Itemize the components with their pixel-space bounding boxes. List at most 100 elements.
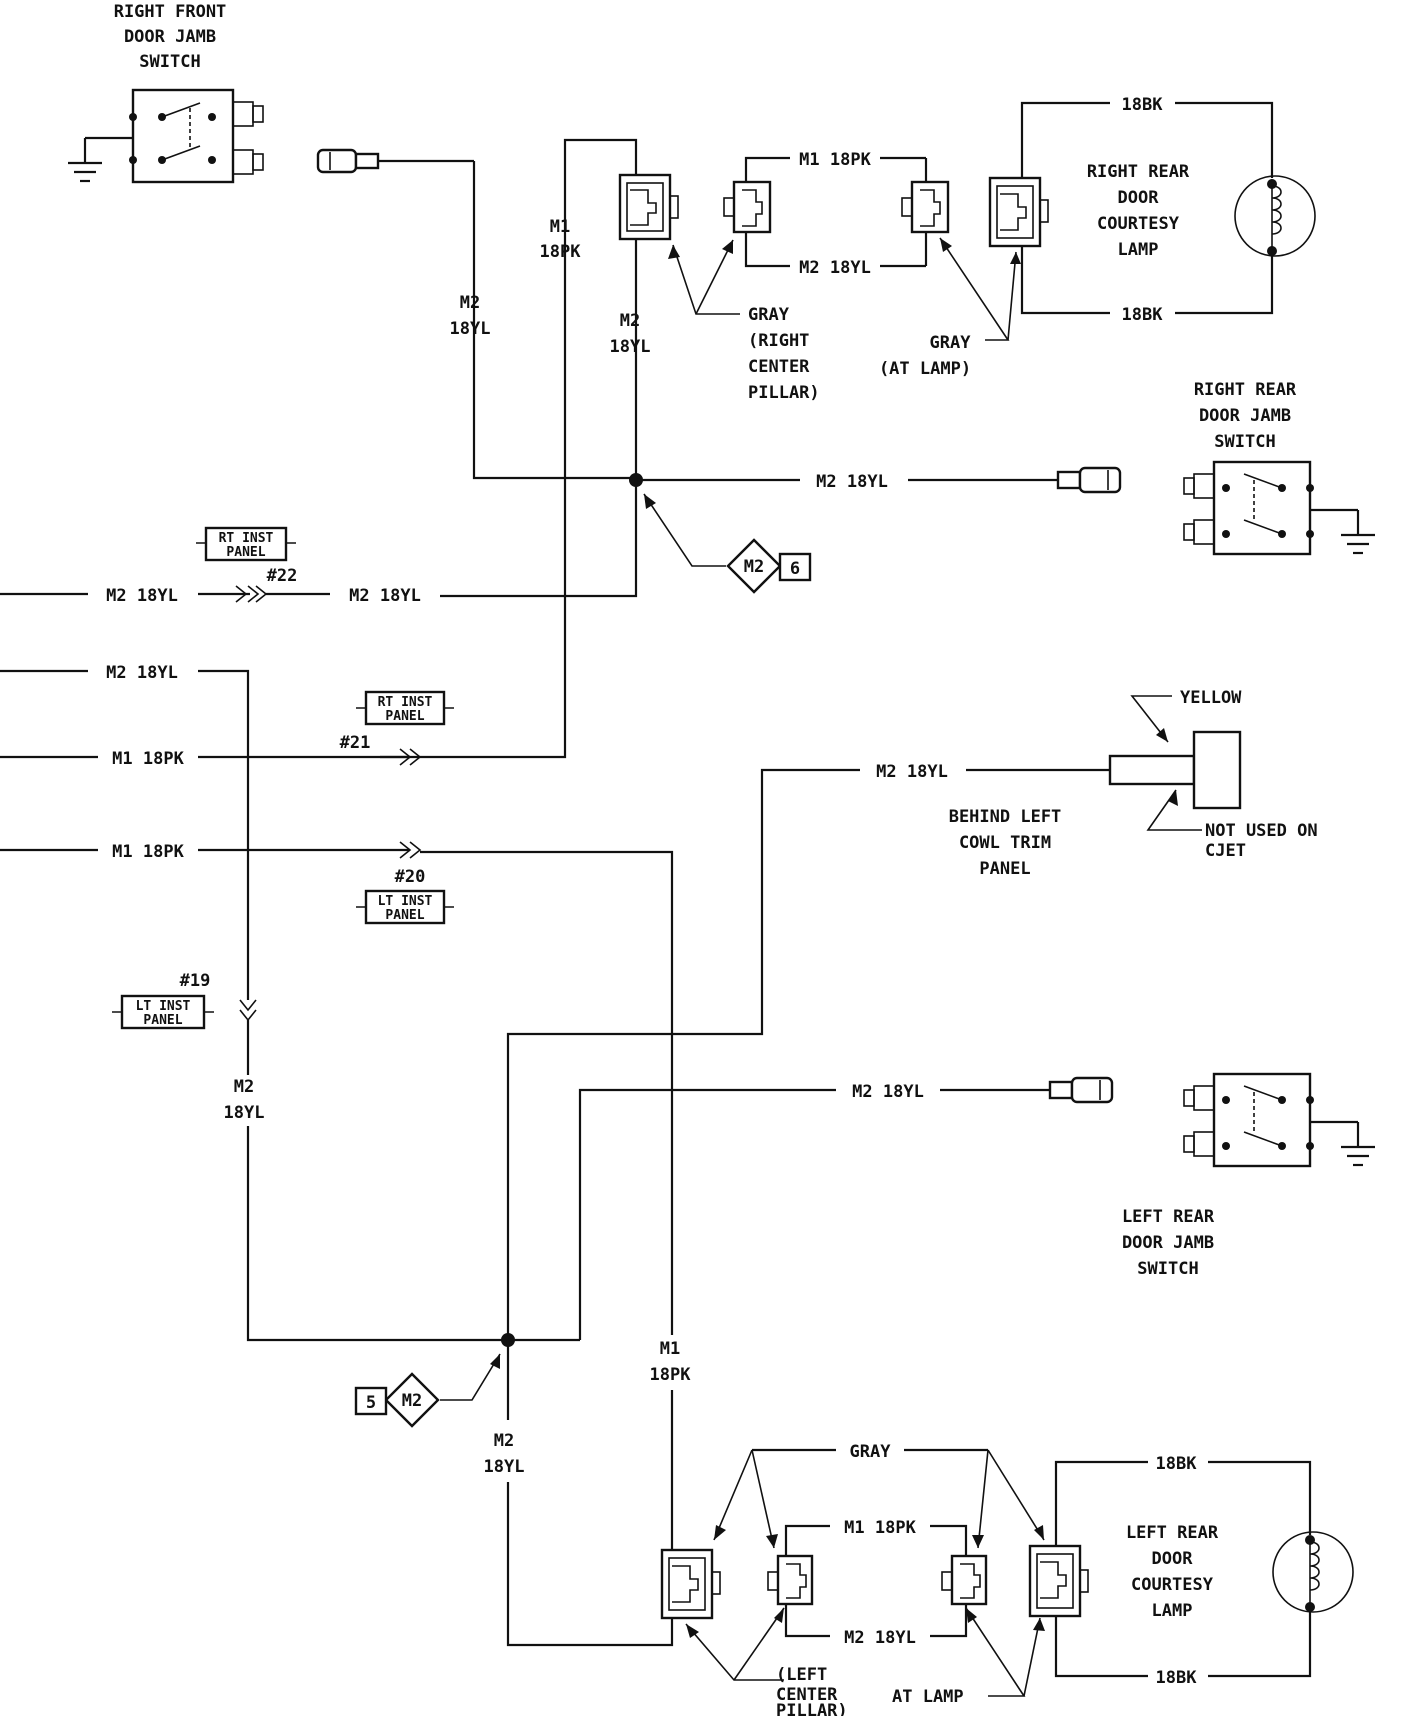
lcp-label-3: PILLAR) [776, 1701, 848, 1716]
splice-6-m2: M2 [744, 557, 764, 577]
right-center-pillar-connector-female [618, 173, 679, 241]
right-center-pillar-connector-male [723, 180, 772, 234]
lcp-label-2: CENTER [776, 1685, 838, 1705]
cowl-connector [1108, 730, 1242, 810]
wire-label-18pk-a: 18PK [540, 242, 582, 262]
cowl-label-2: COWL TRIM [959, 833, 1051, 853]
cowl-label-1: BEHIND LEFT [949, 807, 1062, 827]
wire-label-m2-c: M2 [234, 1077, 254, 1097]
lr-lamp-label-4: LAMP [1152, 1601, 1193, 1621]
rf-switch-label-3: SWITCH [139, 52, 200, 72]
rr-lamp-label-4: LAMP [1118, 240, 1159, 260]
lr-lamp-connector-male [941, 1554, 988, 1606]
wire-label-18bk-rr-top: 18BK [1122, 95, 1164, 115]
wire-label-m1-18pk-bottom: M1 18PK [844, 1518, 916, 1538]
right-rear-courtesy-lamp-bulb [1234, 175, 1316, 257]
at-lamp-label: AT LAMP [892, 1687, 964, 1707]
svg-text:RT INST: RT INST [378, 695, 433, 710]
not-used-label-1: NOT USED ON [1205, 821, 1318, 841]
wire-label-m2-18yl-22-left: M2 18YL [106, 586, 178, 606]
left-rear-door-jamb-switch [1183, 1072, 1375, 1168]
wire-label-m2-18yl-lr: M2 18YL [852, 1082, 924, 1102]
splice-5-m2: M2 [402, 1391, 422, 1411]
cowl-label-3: PANEL [979, 859, 1030, 879]
gray-rc-label-4: PILLAR) [748, 383, 820, 403]
lt-inst-panel-tag-19: LT INST PANEL [112, 994, 214, 1030]
lr-switch-label-2: DOOR JAMB [1122, 1233, 1214, 1253]
wire-label-m1-a: M1 [550, 217, 570, 237]
wire-label-m2-18yl-bottom: M2 18YL [844, 1628, 916, 1648]
rf-switch-label-2: DOOR JAMB [124, 27, 216, 47]
wire-label-m2-18yl-rr: M2 18YL [816, 472, 888, 492]
svg-text:PANEL: PANEL [226, 545, 265, 560]
connector-22: #22 [267, 566, 298, 586]
left-center-pillar-connector-male [767, 1554, 814, 1606]
lr-lamp-connector-female [1028, 1544, 1089, 1618]
svg-text:LT INST: LT INST [378, 894, 433, 909]
wire-label-m2-18yl-cowl: M2 18YL [876, 762, 948, 782]
gray-rc-label-2: (RIGHT [748, 331, 809, 351]
wire-label-m2-18yl-22-right: M2 18YL [349, 586, 421, 606]
rr-switch-label-3: SWITCH [1214, 432, 1275, 452]
wire-label-m1-18pk-top: M1 18PK [799, 150, 871, 170]
wire-label-18bk-lr-top: 18BK [1156, 1454, 1198, 1474]
svg-text:LT INST: LT INST [136, 999, 191, 1014]
lcp-label-1: (LEFT [776, 1665, 827, 1685]
rr-switch-label-2: DOOR JAMB [1199, 406, 1291, 426]
wire-label-m2-18yl-19: M2 18YL [106, 663, 178, 683]
not-used-label-2: CJET [1205, 841, 1246, 861]
wire-label-18pk-b: 18PK [650, 1365, 692, 1385]
right-rear-door-jamb-switch [1183, 460, 1375, 556]
rf-switch-connector [316, 148, 474, 174]
rr-lamp-label-2: DOOR [1118, 188, 1160, 208]
left-center-pillar-connector-female [660, 1548, 721, 1620]
rr-switch-connector [1056, 466, 1122, 494]
wire-label-18yl-d: 18YL [484, 1457, 525, 1477]
lr-lamp-label-1: LEFT REAR [1126, 1523, 1219, 1543]
wire-label-18yl-c: 18YL [224, 1103, 265, 1123]
rf-switch-label-1: RIGHT FRONT [114, 2, 227, 22]
rr-lamp-label-3: COURTESY [1097, 214, 1180, 234]
wire-label-18yl-b: 18YL [610, 337, 651, 357]
rr-switch-label-1: RIGHT REAR [1194, 380, 1297, 400]
splice-5-m2-callout: M2 5 [354, 1372, 440, 1428]
wire-label-m1-18pk-21: M1 18PK [112, 749, 184, 769]
wire-label-m2-18yl-top: M2 18YL [799, 258, 871, 278]
gray-bottom-label: GRAY [850, 1442, 892, 1462]
wire-label-18bk-rr-bottom: 18BK [1122, 305, 1164, 325]
svg-text:PANEL: PANEL [385, 908, 424, 923]
splice-6-num: 6 [790, 559, 800, 579]
gray-at-label-1: GRAY [930, 333, 972, 353]
svg-text:PANEL: PANEL [143, 1013, 182, 1028]
gray-rc-label-3: CENTER [748, 357, 810, 377]
yellow-label: YELLOW [1180, 688, 1242, 708]
lr-lamp-label-3: COURTESY [1131, 1575, 1214, 1595]
splice-5-num: 5 [366, 1393, 376, 1413]
connector-19: #19 [180, 971, 211, 991]
svg-text:PANEL: PANEL [385, 709, 424, 724]
connector-20: #20 [395, 867, 426, 887]
lr-switch-label-1: LEFT REAR [1122, 1207, 1215, 1227]
svg-text:RT INST: RT INST [219, 531, 274, 546]
wire-label-m1-b: M1 [660, 1339, 680, 1359]
left-rear-courtesy-lamp-bulb [1272, 1531, 1354, 1613]
rt-inst-panel-tag-21: RT INST PANEL [356, 690, 454, 726]
wire-label-18bk-lr-bottom: 18BK [1156, 1668, 1198, 1688]
wire-label-m2-d: M2 [494, 1431, 514, 1451]
lr-switch-connector [1048, 1076, 1114, 1104]
rr-lamp-connector-female [988, 176, 1049, 248]
lr-lamp-label-2: DOOR [1152, 1549, 1194, 1569]
gray-rc-label-1: GRAY [748, 305, 790, 325]
wire-label-18yl-a: 18YL [450, 319, 491, 339]
rr-lamp-connector-male [901, 180, 950, 234]
rr-lamp-label-1: RIGHT REAR [1087, 162, 1190, 182]
right-front-door-jamb-switch [68, 88, 264, 184]
lr-switch-label-3: SWITCH [1137, 1259, 1198, 1279]
gray-at-label-2: (AT LAMP) [879, 359, 971, 379]
wire-label-m2-b: M2 [620, 311, 640, 331]
wire-label-m2-a: M2 [460, 293, 480, 313]
wire-label-m1-18pk-20: M1 18PK [112, 842, 184, 862]
rt-inst-panel-tag-22: RT INST PANEL [196, 526, 296, 562]
connector-21: #21 [340, 733, 371, 753]
